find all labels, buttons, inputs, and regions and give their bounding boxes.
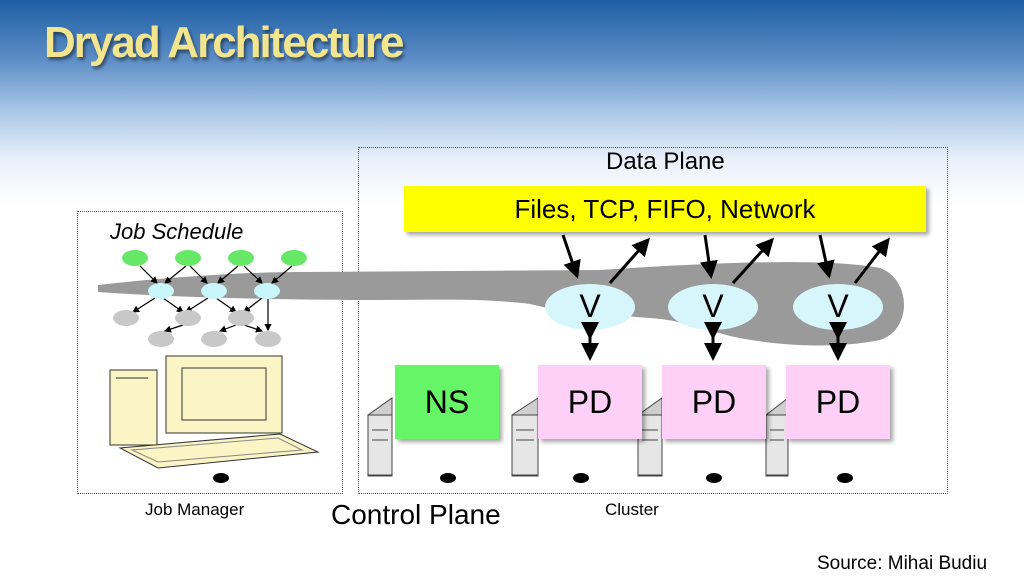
process-daemon-box: PD bbox=[786, 365, 890, 439]
vertex-nodes bbox=[545, 284, 883, 330]
schedule-node bbox=[175, 310, 201, 326]
connector-dot bbox=[837, 473, 853, 483]
desktop-computer-icon bbox=[109, 355, 320, 469]
schedule-node bbox=[148, 331, 174, 347]
connector-dot bbox=[573, 473, 589, 483]
vertex-label: V bbox=[702, 288, 724, 324]
vertex-label: V bbox=[827, 288, 849, 324]
vertex-node bbox=[545, 284, 635, 330]
vertex-node bbox=[668, 284, 758, 330]
server-icon bbox=[511, 397, 539, 477]
vertex-node bbox=[793, 284, 883, 330]
name-server-box: NS bbox=[395, 365, 499, 439]
job-schedule-title: Job Schedule bbox=[110, 219, 244, 244]
process-daemon-box: PD bbox=[662, 365, 766, 439]
schedule-node bbox=[122, 250, 148, 266]
schedule-node bbox=[254, 283, 280, 299]
schedule-node bbox=[148, 283, 174, 299]
control-plane-label: Control Plane bbox=[331, 499, 501, 530]
server-icon bbox=[765, 396, 789, 477]
channels-bar: Files, TCP, FIFO, Network bbox=[404, 186, 926, 232]
schedule-node bbox=[228, 250, 254, 266]
schedule-node bbox=[228, 310, 254, 326]
channel-arrows bbox=[561, 234, 890, 285]
job-manager-region bbox=[77, 211, 343, 494]
job-schedule-edges bbox=[131, 265, 293, 333]
cluster-region bbox=[358, 147, 948, 494]
data-plane-title: Data Plane bbox=[606, 148, 725, 175]
network-connector-dots bbox=[213, 473, 853, 483]
server-icon bbox=[367, 397, 393, 477]
server-icons bbox=[367, 396, 789, 477]
vertex-daemon-arrows bbox=[581, 322, 847, 361]
schedule-node bbox=[201, 331, 227, 347]
process-daemon-box: PD bbox=[538, 365, 642, 439]
cluster-label: Cluster bbox=[605, 500, 659, 519]
source-note: Source: Mihai Budiu bbox=[817, 553, 988, 574]
schedule-node bbox=[255, 331, 281, 347]
schedule-node bbox=[175, 250, 201, 266]
vertex-label: V bbox=[579, 288, 601, 324]
connector-dot bbox=[706, 473, 722, 483]
job-manager-label: Job Manager bbox=[145, 500, 245, 519]
schedule-node bbox=[201, 283, 227, 299]
server-icon bbox=[637, 397, 663, 477]
slide-title: Dryad Architecture bbox=[44, 18, 404, 67]
schedule-node bbox=[281, 250, 307, 266]
connector-dot bbox=[440, 473, 456, 483]
connector-dot bbox=[213, 473, 229, 483]
schedule-node bbox=[113, 310, 139, 326]
job-schedule-nodes bbox=[113, 250, 307, 347]
